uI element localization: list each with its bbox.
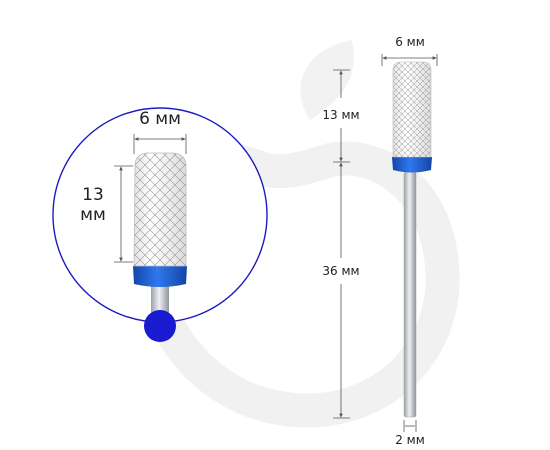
zoom-width-label: 6 мм [139,109,181,129]
zoom-view: 6 мм 13 мм [52,107,268,323]
zoom-height-label-line1: 13 [82,185,104,205]
product-head-length-label: 13 мм [322,108,359,122]
product-view: 6 мм 13 мм 36 мм 2 мм [322,35,438,447]
product-width-label: 6 мм [395,35,425,49]
blue-grit-dot-icon [144,310,176,342]
product-diameter-label: 2 мм [395,433,425,447]
zoom-height-label-line2: мм [80,205,106,225]
product-shank [403,171,417,418]
product-blue-collar [392,157,432,173]
zoom-blue-collar [133,266,187,287]
product-shank-length-label: 36 мм [322,264,359,278]
